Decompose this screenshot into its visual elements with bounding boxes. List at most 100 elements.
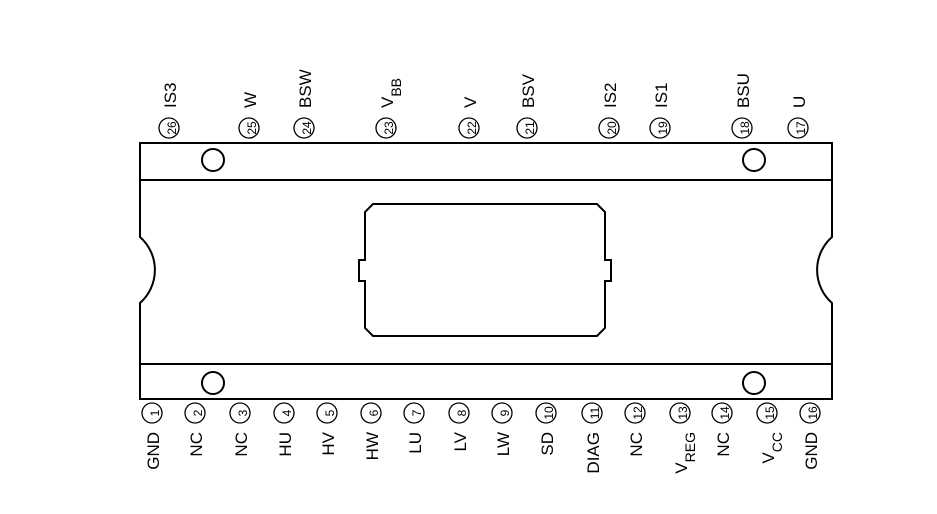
pin-name: NC: [714, 432, 733, 457]
pin-3: 3NC: [229, 402, 251, 457]
pin-name: NC: [232, 432, 251, 457]
pin-number: 24: [300, 121, 314, 135]
pin-number-circle: [624, 402, 646, 424]
pin-name-label: DIAG: [584, 432, 603, 474]
pin-number-circle: [158, 117, 180, 139]
pin-name-label: IS1: [652, 82, 671, 108]
pin-number-circle: [598, 117, 620, 139]
pin-number-circle: [649, 117, 671, 139]
pin-number: 3: [236, 409, 250, 416]
pin-name-subscript: BB: [388, 78, 404, 97]
pin-name-label: U: [790, 96, 809, 108]
pin-number: 14: [718, 406, 732, 420]
pin-number-circle: [360, 402, 382, 424]
pin-number-circle: [293, 117, 315, 139]
pin-name: HU: [276, 432, 295, 457]
pin-name-label: VREG: [672, 432, 698, 474]
pin-number-circle: [238, 117, 260, 139]
pin-24: 24 BSW: [293, 69, 315, 139]
pin-number: 6: [367, 409, 381, 416]
pin-number: 18: [738, 121, 752, 135]
pin-name: W: [241, 92, 260, 108]
pin-number-circle: [731, 117, 753, 139]
pin-name-label: NC: [187, 432, 206, 457]
pin-5: 5HV: [316, 402, 338, 456]
pin-name: NC: [187, 432, 206, 457]
pin-number: 11: [588, 406, 602, 419]
pin-name: U: [790, 96, 809, 108]
pin-name: GND: [144, 432, 163, 470]
pin-8: 8LV: [448, 402, 470, 452]
pin-name: IS3: [161, 82, 180, 108]
pin-number: 5: [323, 409, 337, 416]
pin-9: 9LW: [491, 402, 513, 456]
pin-name-label: BSW: [296, 69, 315, 108]
pin-name-label: VBB: [378, 78, 404, 108]
pin-name: IS2: [601, 82, 620, 108]
pin-number: 7: [410, 409, 424, 416]
pin-number-circle: [535, 402, 557, 424]
pin-name-label: IS3: [161, 82, 180, 108]
pin-name: BSV: [519, 73, 538, 108]
pin-name: V: [759, 452, 778, 464]
pin-name: HV: [319, 431, 338, 455]
mounting-hole-bottom-right: [742, 371, 766, 395]
pin-number-circle: [581, 402, 603, 424]
pin-number: 19: [656, 121, 670, 135]
pin-22: 22V: [458, 96, 480, 139]
pin-number: 21: [523, 121, 537, 135]
mounting-hole-top-left: [201, 148, 225, 172]
mounting-hole-bottom-left: [201, 371, 225, 395]
pin-number: 26: [165, 121, 179, 135]
pin-26: 26 IS3: [158, 82, 180, 139]
pin-2: 2NC: [184, 402, 206, 457]
pin-name-label: W: [241, 92, 260, 108]
pin-18: 18 BSU: [731, 73, 753, 139]
pin-name-label: BSU: [734, 73, 753, 108]
package-outline: [139, 142, 833, 400]
pin-number-circle: [375, 117, 397, 139]
pin-number-circle: [787, 117, 809, 139]
pin-number: 10: [542, 406, 556, 420]
pin-name-label: HW: [363, 432, 382, 460]
pin-name-label: NC: [627, 432, 646, 457]
pin-number-circle: [491, 402, 513, 424]
pin-name-label: LW: [494, 432, 513, 456]
pin-number: 4: [280, 409, 294, 416]
pin-name: LV: [451, 431, 470, 451]
pin-number-circle: [273, 402, 295, 424]
pin-name-label: HU: [276, 432, 295, 457]
pin-name-label: NC: [232, 432, 251, 457]
pin-name-label: GND: [802, 432, 821, 470]
pin-name: LW: [494, 432, 513, 456]
pin-name-subscript: CC: [769, 432, 785, 452]
pin-name-label: NC: [714, 432, 733, 457]
pin-number: 16: [806, 406, 820, 420]
pin-number: 23: [382, 121, 396, 135]
pin-number: 2: [191, 409, 205, 416]
pin-number-circle: [799, 402, 821, 424]
pin-name: SD: [538, 432, 557, 456]
pin-number-circle: [756, 402, 778, 424]
pin-name: DIAG: [584, 432, 603, 474]
pin-number: 8: [455, 409, 469, 416]
pin-number: 20: [605, 121, 619, 135]
pin-number: 12: [631, 406, 645, 420]
pin-number-circle: [403, 402, 425, 424]
pin-number-circle: [184, 402, 206, 424]
pin-number-circle: [316, 402, 338, 424]
pin-name-label: SD: [538, 432, 557, 456]
pin-number: 17: [794, 121, 808, 135]
pin-name-label: V: [461, 96, 480, 108]
pin-number-circle: [669, 402, 691, 424]
pin-20: 20 IS2: [598, 82, 620, 139]
pin-name: NC: [627, 432, 646, 457]
